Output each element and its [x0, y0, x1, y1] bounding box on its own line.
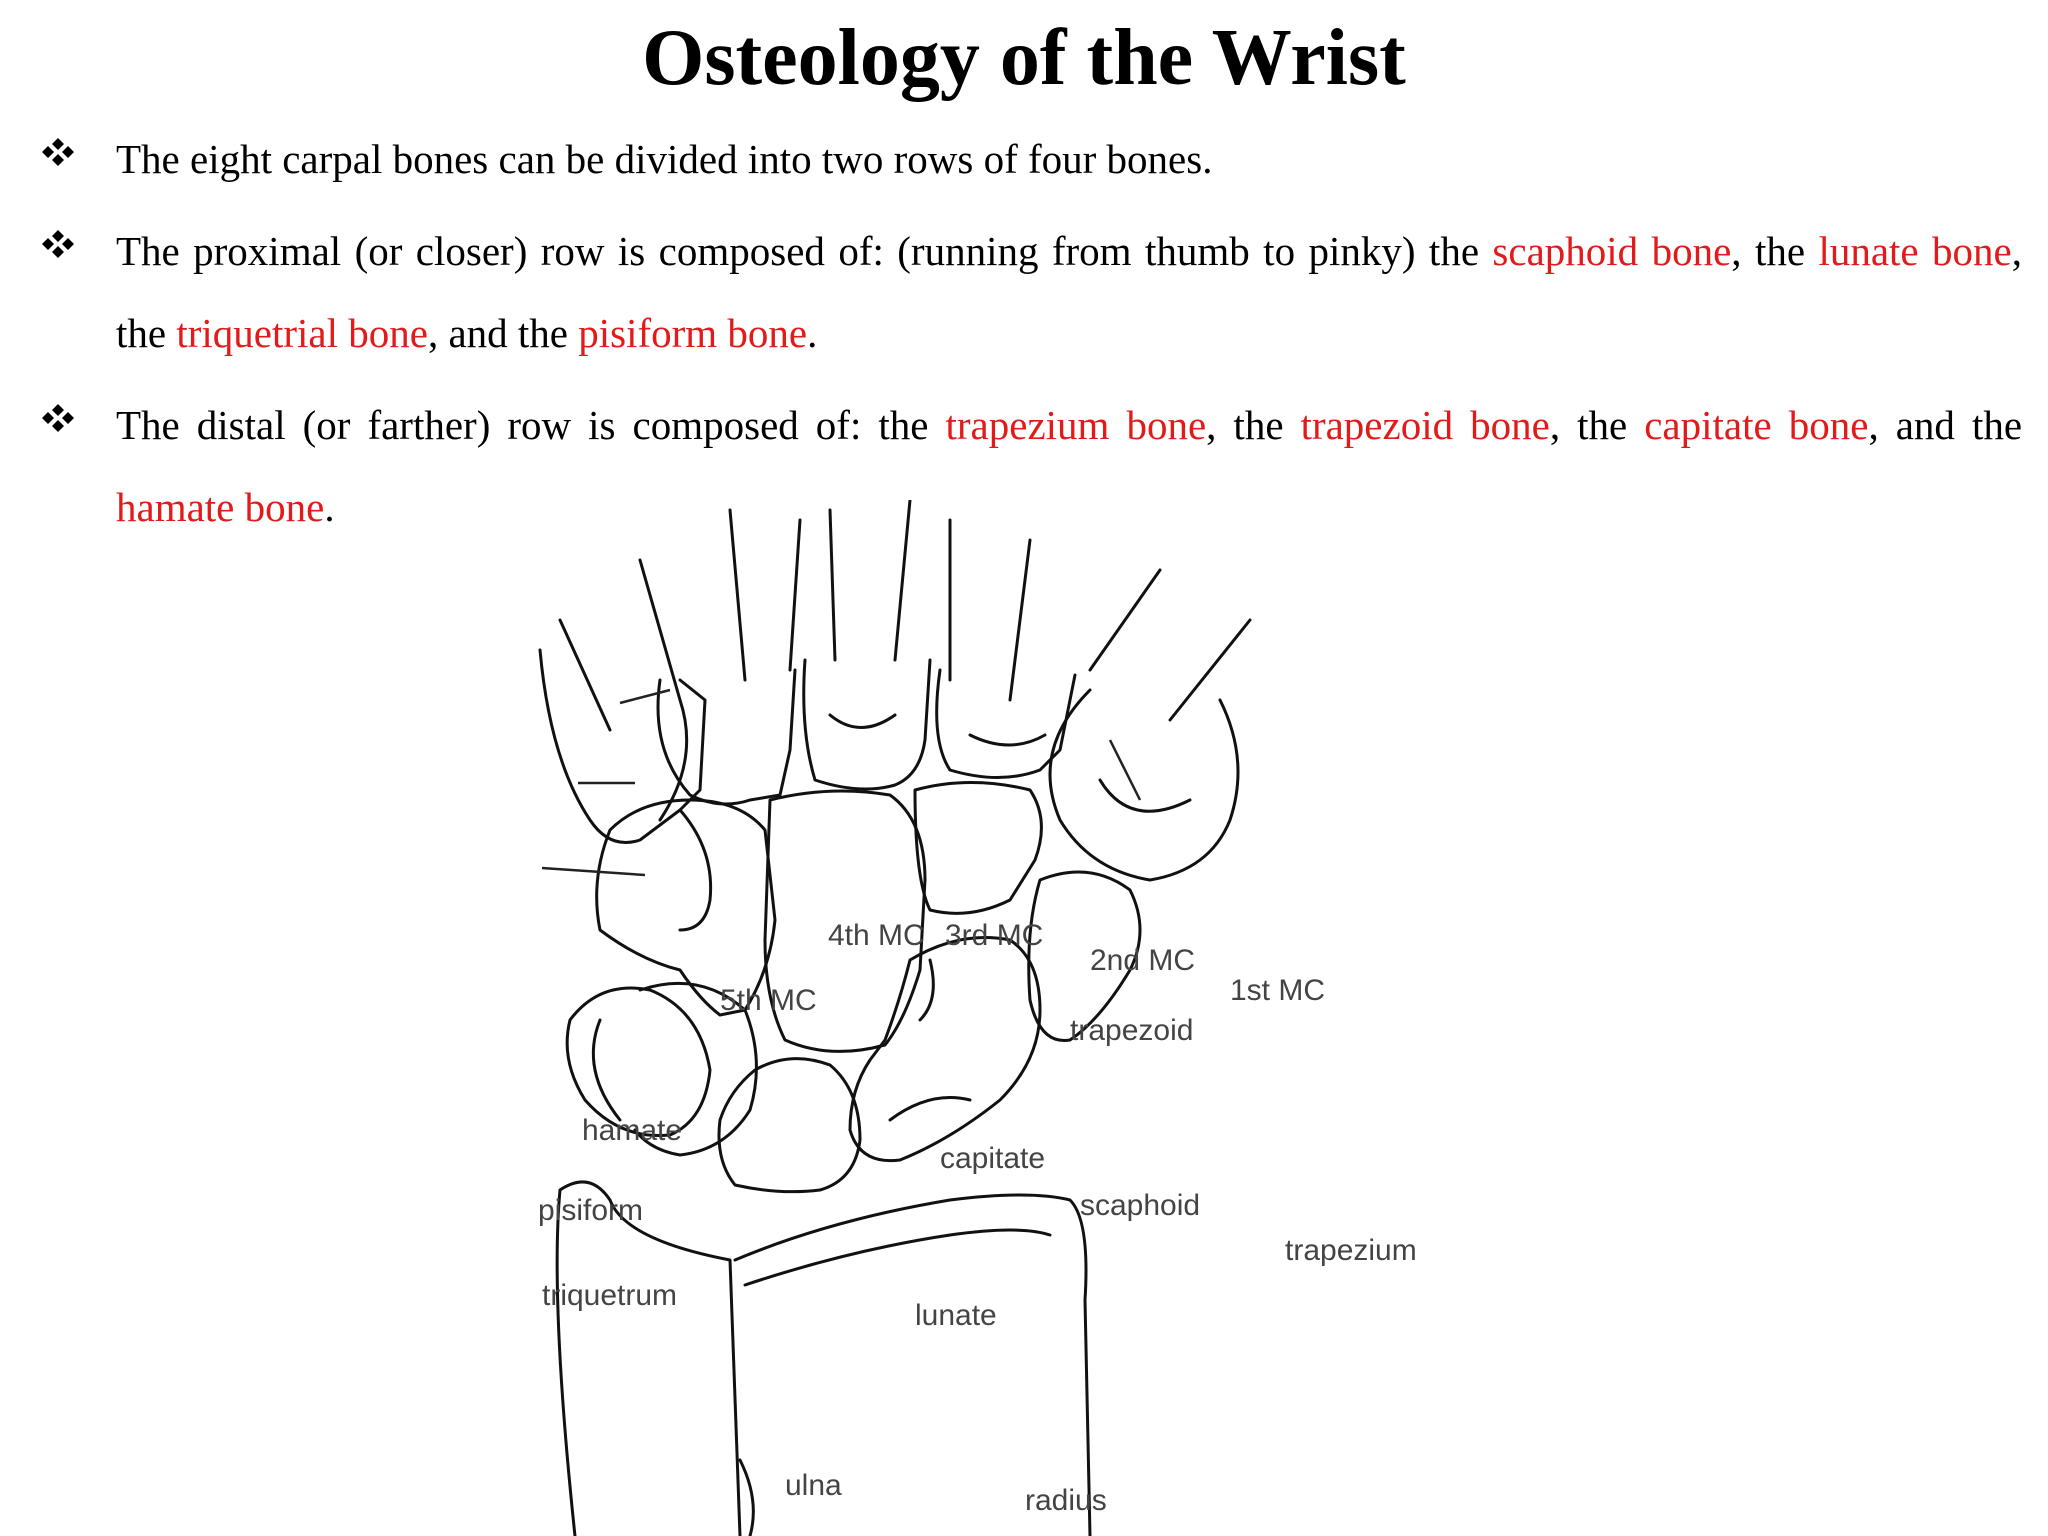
trapezium-leader	[1108, 739, 1142, 801]
wrist-bone-diagram: 5th MC 4th MC 3rd MC 2nd MC 1st MC trape…	[530, 500, 1670, 1536]
bullet-item-2: The proximal (or closer) row is composed…	[40, 210, 2022, 374]
bullet-text: .	[807, 310, 818, 356]
mc1-curve	[1098, 778, 1192, 813]
trapezoid-bone	[913, 781, 1043, 915]
bullet-list: The eight carpal bones can be divided in…	[40, 118, 2022, 558]
bullet-text: The distal (or farther) row is composed …	[116, 402, 946, 448]
diamond-cluster-icon	[42, 210, 82, 292]
mc1-shaft	[1088, 568, 1252, 722]
page-title: Osteology of the Wrist	[642, 14, 1406, 102]
diamond-cluster-icon	[42, 118, 82, 200]
mc4-shaft	[728, 508, 802, 682]
bullet-text: , the	[1206, 402, 1301, 448]
mc3-shaft	[828, 500, 912, 662]
label-triquetrum: triquetrum	[542, 1279, 677, 1312]
mc2-shaft	[948, 518, 1032, 702]
bullet-text: , and the	[427, 310, 579, 356]
label-3rd-mc: 3rd MC	[945, 919, 1043, 952]
lunate-bone	[717, 1057, 862, 1194]
scaphoid-line	[888, 958, 972, 1122]
bullet-item-3: The distal (or farther) row is composed …	[40, 384, 2022, 548]
bone-term: pisiform bone	[578, 310, 808, 356]
mc2-curve	[968, 733, 1047, 747]
label-5th-mc: 5th MC	[720, 984, 817, 1017]
bone-term: triquetrial bone	[176, 310, 428, 356]
label-trapezium: trapezium	[1285, 1234, 1417, 1267]
radius-bone	[733, 1193, 1092, 1536]
bone-term: scaphoid bone	[1492, 228, 1732, 274]
bullet-text: The eight carpal bones can be divided in…	[116, 136, 1213, 182]
mc2-base	[935, 668, 1077, 779]
mc3-curve	[828, 713, 897, 729]
mc1-base	[1048, 688, 1240, 882]
scaphoid-bone	[848, 936, 1042, 1163]
trapezium-bone	[1027, 870, 1142, 1042]
mc3-base	[802, 658, 932, 791]
bone-term: capitate bone	[1644, 402, 1869, 448]
capitate-bone	[763, 789, 927, 1053]
diamond-cluster-icon	[42, 384, 82, 466]
pisiform-inner	[591, 1018, 622, 1122]
label-pisiform: pisiform	[538, 1194, 643, 1227]
bullet-text: , the	[116, 228, 2022, 356]
label-4th-mc: 4th MC	[828, 919, 925, 952]
label-lunate: lunate	[915, 1299, 997, 1332]
hamate-leader	[619, 688, 671, 705]
bullet-text: , the	[1731, 228, 1819, 274]
mc4-base	[656, 668, 797, 806]
label-capitate: capitate	[940, 1142, 1045, 1175]
bone-term: trapezoid bone	[1300, 402, 1550, 448]
bullet-text: .	[324, 484, 335, 530]
label-hamate: hamate	[582, 1114, 682, 1147]
bullet-item-1: The eight carpal bones can be divided in…	[40, 118, 2022, 200]
label-radius: radius	[1025, 1484, 1107, 1517]
label-scaphoid: scaphoid	[1080, 1189, 1200, 1222]
mc5-shaft	[558, 558, 689, 822]
triquetrum-leader	[541, 866, 646, 877]
hamate-hook	[678, 808, 713, 932]
label-ulna: ulna	[785, 1469, 842, 1502]
label-trapezoid: trapezoid	[1070, 1014, 1193, 1047]
label-1st-mc: 1st MC	[1230, 974, 1325, 1007]
wrist-illustration: 5th MC 4th MC 3rd MC 2nd MC 1st MC trape…	[538, 500, 1417, 1536]
mc5-base	[538, 648, 707, 844]
bone-term: trapezium bone	[945, 402, 1207, 448]
bullet-text: , and the	[1868, 402, 2023, 448]
label-2nd-mc: 2nd MC	[1090, 944, 1195, 977]
bullet-text: The proximal (or closer) row is composed…	[116, 228, 1493, 274]
triquetrum-bone	[633, 981, 758, 1157]
bullet-text: , the	[1549, 402, 1645, 448]
bone-term: hamate bone	[116, 484, 325, 530]
ulna-bone	[555, 1180, 742, 1536]
radius-edge	[738, 1458, 755, 1536]
bone-term: lunate bone	[1818, 228, 2012, 274]
